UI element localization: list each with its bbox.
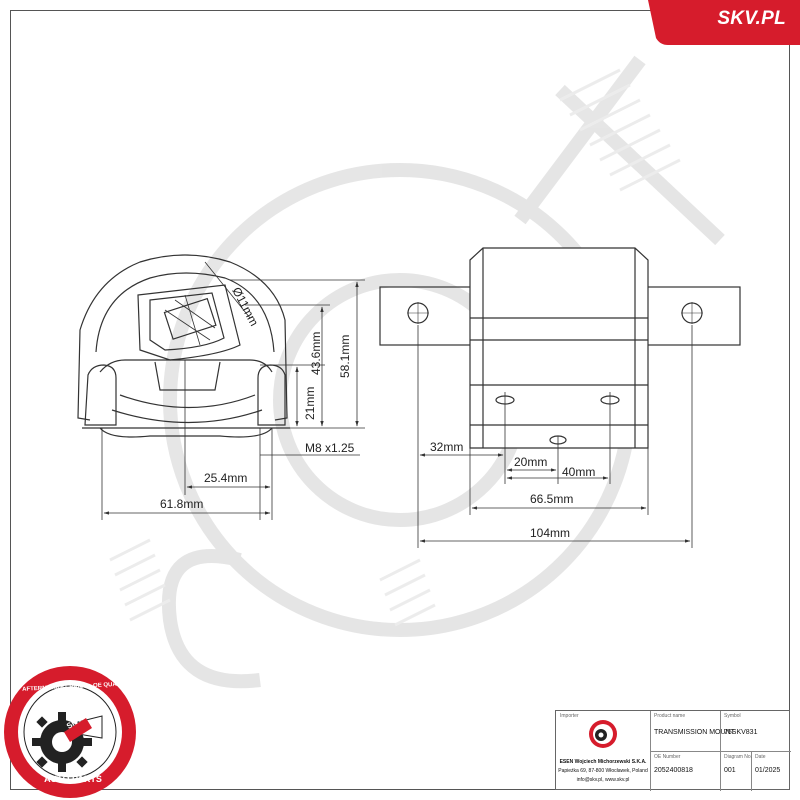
watermark-hatch (109, 68, 681, 627)
importer-logo (589, 720, 617, 748)
product-name-label: Product name (654, 713, 686, 719)
dim-thread: M8 x1.25 (305, 441, 355, 455)
drawing-frame (10, 10, 790, 790)
logo-bottom-text: AUTO PARTS (44, 774, 102, 784)
dim-h21: 21mm (303, 387, 317, 420)
product-name: TRANSMISSION MOUNT (654, 729, 735, 736)
date-value: 01/2025 (755, 767, 781, 774)
diagram-no-value: 001 (724, 767, 736, 774)
brand-site-label[interactable]: SKV.PL (717, 8, 786, 29)
dim-w618: 61.8mm (160, 497, 203, 511)
importer-label: Importer (560, 713, 579, 719)
diagram-no-label: Diagram No. (724, 754, 753, 760)
importer-contact: info@skv.pl, www.skv.pl (576, 777, 630, 783)
dim-w32: 32mm (430, 440, 463, 454)
dim-w104: 104mm (530, 526, 570, 540)
dim-lines-right (417, 325, 693, 548)
dim-h436: 43.6mm (309, 332, 323, 375)
front-view (77, 254, 290, 438)
date-label: Date (755, 754, 766, 760)
brand-tab (648, 0, 800, 45)
dim-h581: 58.1mm (338, 335, 352, 378)
dim-lines-left (101, 261, 365, 520)
symbol-label: Symbol (724, 713, 741, 719)
importer-address: Papieżka 69, 87-800 Włocławek, Poland (558, 768, 648, 774)
dim-w665: 66.5mm (530, 492, 573, 506)
importer-name: ESEN Wojciech Michorzewski S.K.A. (559, 759, 647, 765)
skv-auto-parts-logo (4, 666, 136, 798)
title-block: Importer ESEN Wojciech Michorzewski S.K.… (555, 710, 791, 791)
dim-w40: 40mm (562, 465, 595, 479)
dim-w254: 25.4mm (204, 471, 247, 485)
symbol-value: 75SKV831 (724, 729, 758, 736)
oe-number-label: OE Number (654, 754, 681, 760)
dim-w20: 20mm (514, 455, 547, 469)
oe-number-value: 2052400818 (654, 767, 693, 774)
